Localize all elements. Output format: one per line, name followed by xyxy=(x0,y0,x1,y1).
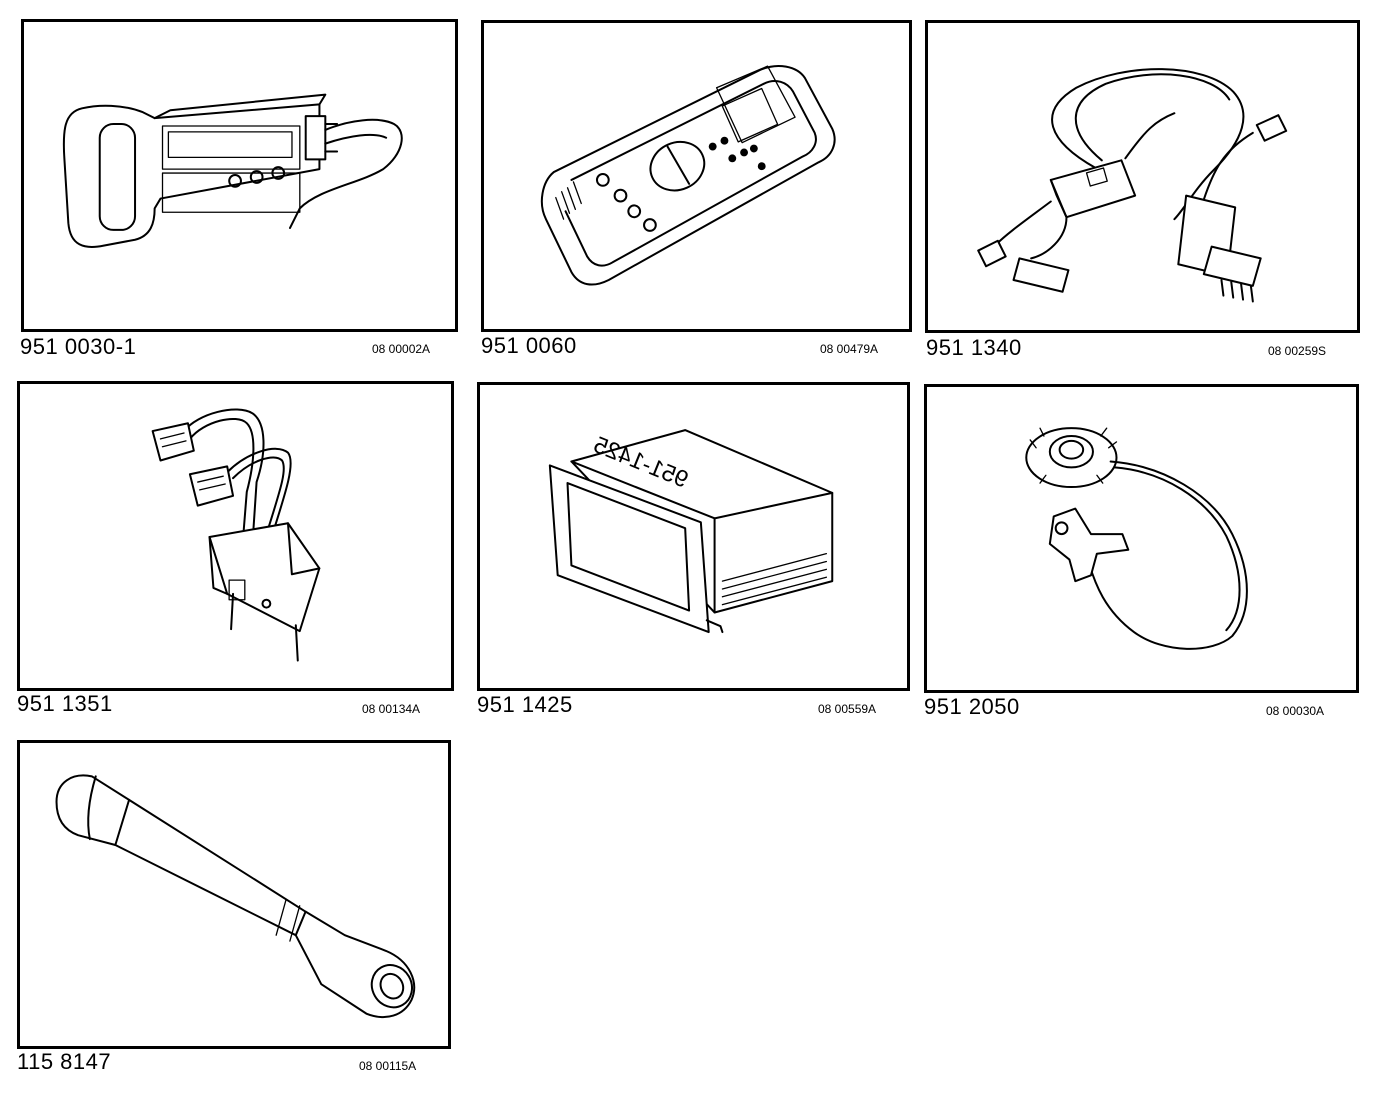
reference-code: 08 00479A xyxy=(820,342,879,356)
control-module-icon: 951-1425 xyxy=(480,385,907,688)
tool-frame-951-1425: 951-1425 xyxy=(477,382,910,691)
tool-frame-951-0030-1 xyxy=(21,19,458,332)
reference-code: 08 00259S xyxy=(1268,344,1327,358)
reference-code: 08 00030A xyxy=(1266,704,1325,718)
tool-frame-951-2050 xyxy=(924,384,1359,693)
multimeter-icon xyxy=(484,23,909,329)
part-number: 115 8147 xyxy=(17,1049,112,1074)
socket-wrench-icon xyxy=(20,743,448,1046)
part-number: 951 2050 xyxy=(924,694,1020,719)
reference-code: 08 00115A xyxy=(359,1059,417,1073)
part-number: 951 1425 xyxy=(477,692,573,717)
reference-code: 08 00134A xyxy=(362,702,421,716)
part-number: 951 1340 xyxy=(926,335,1022,360)
part-number: 951 1351 xyxy=(17,691,113,716)
tool-frame-951-1351 xyxy=(17,381,454,691)
reference-code: 08 00002A xyxy=(372,342,431,356)
adapter-cable-icon xyxy=(928,23,1357,330)
connector-adapter-icon xyxy=(20,384,451,688)
tool-frame-115-8147 xyxy=(17,740,451,1049)
reference-code: 08 00559A xyxy=(818,702,877,716)
tool-frame-951-0060 xyxy=(481,20,912,332)
part-number: 951 0060 xyxy=(481,333,577,358)
clip-probe-cable-icon xyxy=(927,387,1356,690)
tool-frame-951-1340 xyxy=(925,20,1360,333)
handheld-tester-icon xyxy=(24,22,455,329)
part-number: 951 0030-1 xyxy=(20,334,137,359)
